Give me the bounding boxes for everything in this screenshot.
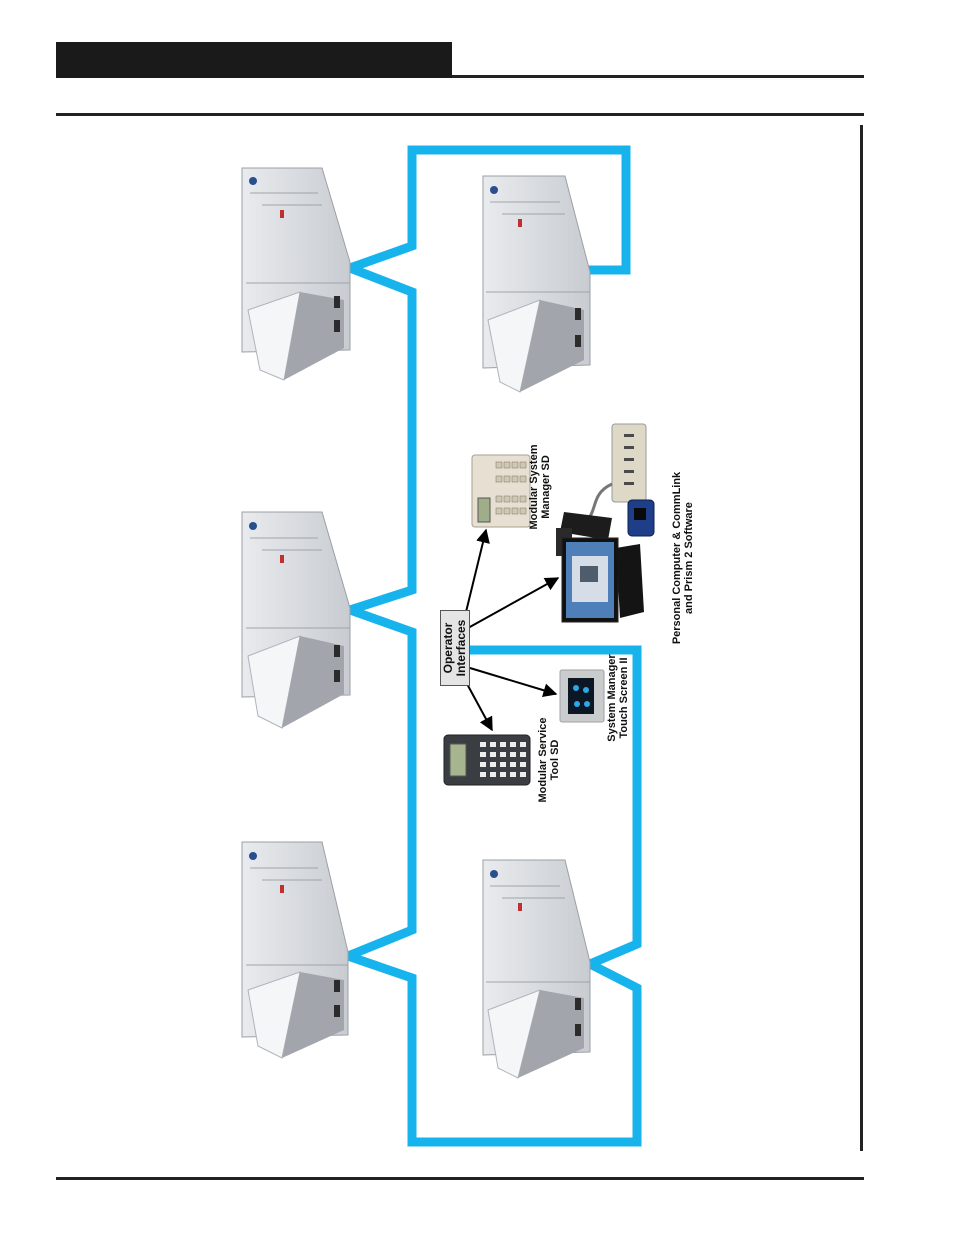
- label-msm-line1: Modular System: [528, 444, 540, 530]
- page-side-rule: [860, 125, 863, 1151]
- label-st-line2: Tool SD: [549, 739, 561, 781]
- label-service-tool: Modular Service Tool SD: [537, 718, 561, 803]
- unit-mid-left: [241, 511, 351, 729]
- unit-top-right: [482, 175, 591, 393]
- unit-top-left: [241, 167, 351, 381]
- communication-loop-upper: [335, 145, 642, 1147]
- label-ts-line2: Touch Screen II: [618, 657, 630, 739]
- label-msm-line2: Manager SD: [540, 455, 552, 519]
- operator-interfaces-hub: [440, 610, 470, 686]
- label-personal-computer: Personal Computer & CommLink and Prism 2…: [671, 472, 695, 644]
- service-tool-device: [443, 734, 531, 786]
- header-rule: [452, 75, 864, 78]
- interface-arrows: [465, 528, 560, 732]
- label-modular-system-manager: Modular System Manager SD: [528, 445, 552, 530]
- footer-rule: [56, 1177, 864, 1180]
- operator-interfaces-line2: Interfaces: [454, 619, 468, 677]
- label-pc-line2: and Prism 2 Software: [683, 502, 695, 614]
- label-st-line1: Modular Service: [537, 717, 549, 803]
- label-pc-line1: Personal Computer & CommLink: [671, 471, 683, 645]
- unit-bottom-right: [482, 859, 591, 1079]
- label-touch-screen: System Manager Touch Screen II: [606, 654, 630, 741]
- modular-system-manager-device: [471, 454, 531, 528]
- unit-bottom-left: [241, 841, 349, 1059]
- header-black-bar: [56, 42, 452, 78]
- operator-interfaces-label: Operator Interfaces: [441, 619, 468, 677]
- section-divider: [56, 113, 864, 116]
- touch-screen-device: [559, 669, 605, 723]
- personal-computer-setup: [556, 423, 655, 623]
- label-ts-line1: System Manager: [606, 654, 618, 742]
